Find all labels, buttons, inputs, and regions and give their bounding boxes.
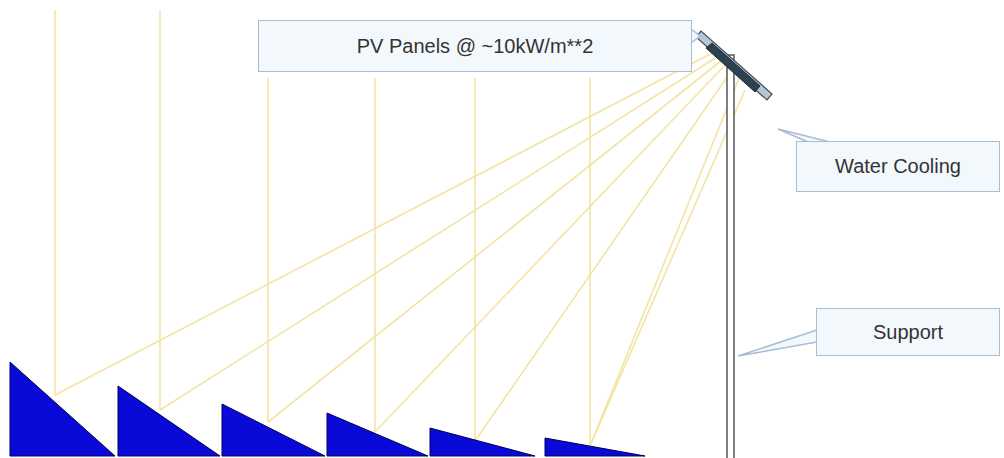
callout-text: Support [873,321,943,344]
callout-box: Support [816,308,1000,356]
callout-box: Water Cooling [796,141,1000,192]
callout-text: PV Panels @ ~10kW/m**2 [357,35,594,58]
callout-tails [690,28,830,356]
callout-text: Water Cooling [835,155,961,178]
pv-panel [696,31,772,100]
sun-rays [55,10,745,446]
support-pole [727,55,734,458]
callout-box: PV Panels @ ~10kW/m**2 [258,20,692,72]
mirrors [10,362,645,456]
